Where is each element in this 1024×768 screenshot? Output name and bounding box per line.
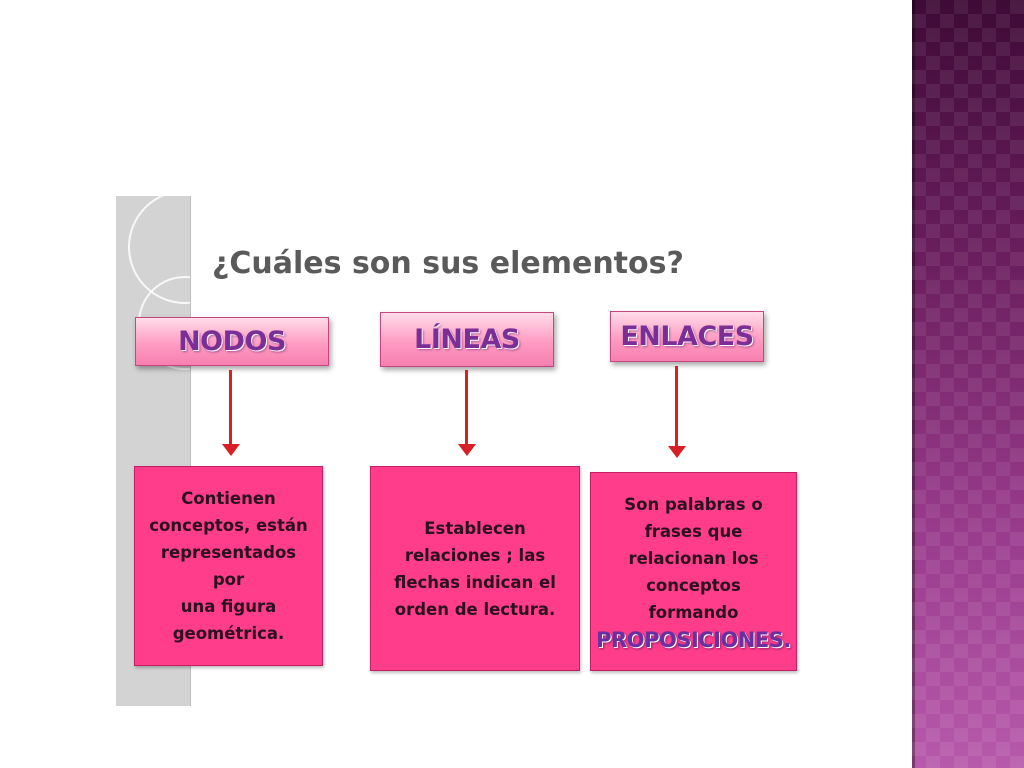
- nodos-description: Contienen conceptos, están representados…: [149, 489, 308, 643]
- enlaces-content-box: Son palabras o frases que relacionan los…: [590, 472, 797, 671]
- nodos-header-box: NODOS: [135, 317, 329, 366]
- lineas-description: Establecen relaciones ; las flechas indi…: [394, 518, 556, 619]
- enlaces-header-label: ENLACES: [620, 321, 754, 352]
- enlaces-description: Son palabras o frases que relacionan los…: [624, 495, 763, 622]
- lineas-header-label: LÍNEAS: [414, 324, 520, 355]
- lineas-header-box: LÍNEAS: [380, 312, 554, 367]
- arrow-head-icon: [457, 444, 476, 456]
- lineas-content-box: Establecen relaciones ; las flechas indi…: [370, 466, 580, 671]
- slide: ¿Cuáles son sus elementos? NODOS Contien…: [116, 196, 798, 706]
- enlaces-emphasis: PROPOSICIONES.: [596, 628, 791, 652]
- enlaces-header-box: ENLACES: [610, 311, 764, 362]
- slide-title: ¿Cuáles son sus elementos?: [212, 246, 684, 281]
- lineas-arrow: [457, 370, 476, 456]
- arrow-head-icon: [221, 444, 240, 456]
- nodos-content-box: Contienen conceptos, están representados…: [134, 466, 323, 666]
- enlaces-arrow: [667, 366, 686, 458]
- side-decoration-band: [912, 0, 1024, 768]
- nodos-arrow: [221, 370, 240, 456]
- nodos-header-label: NODOS: [178, 326, 286, 357]
- arrow-head-icon: [667, 446, 686, 458]
